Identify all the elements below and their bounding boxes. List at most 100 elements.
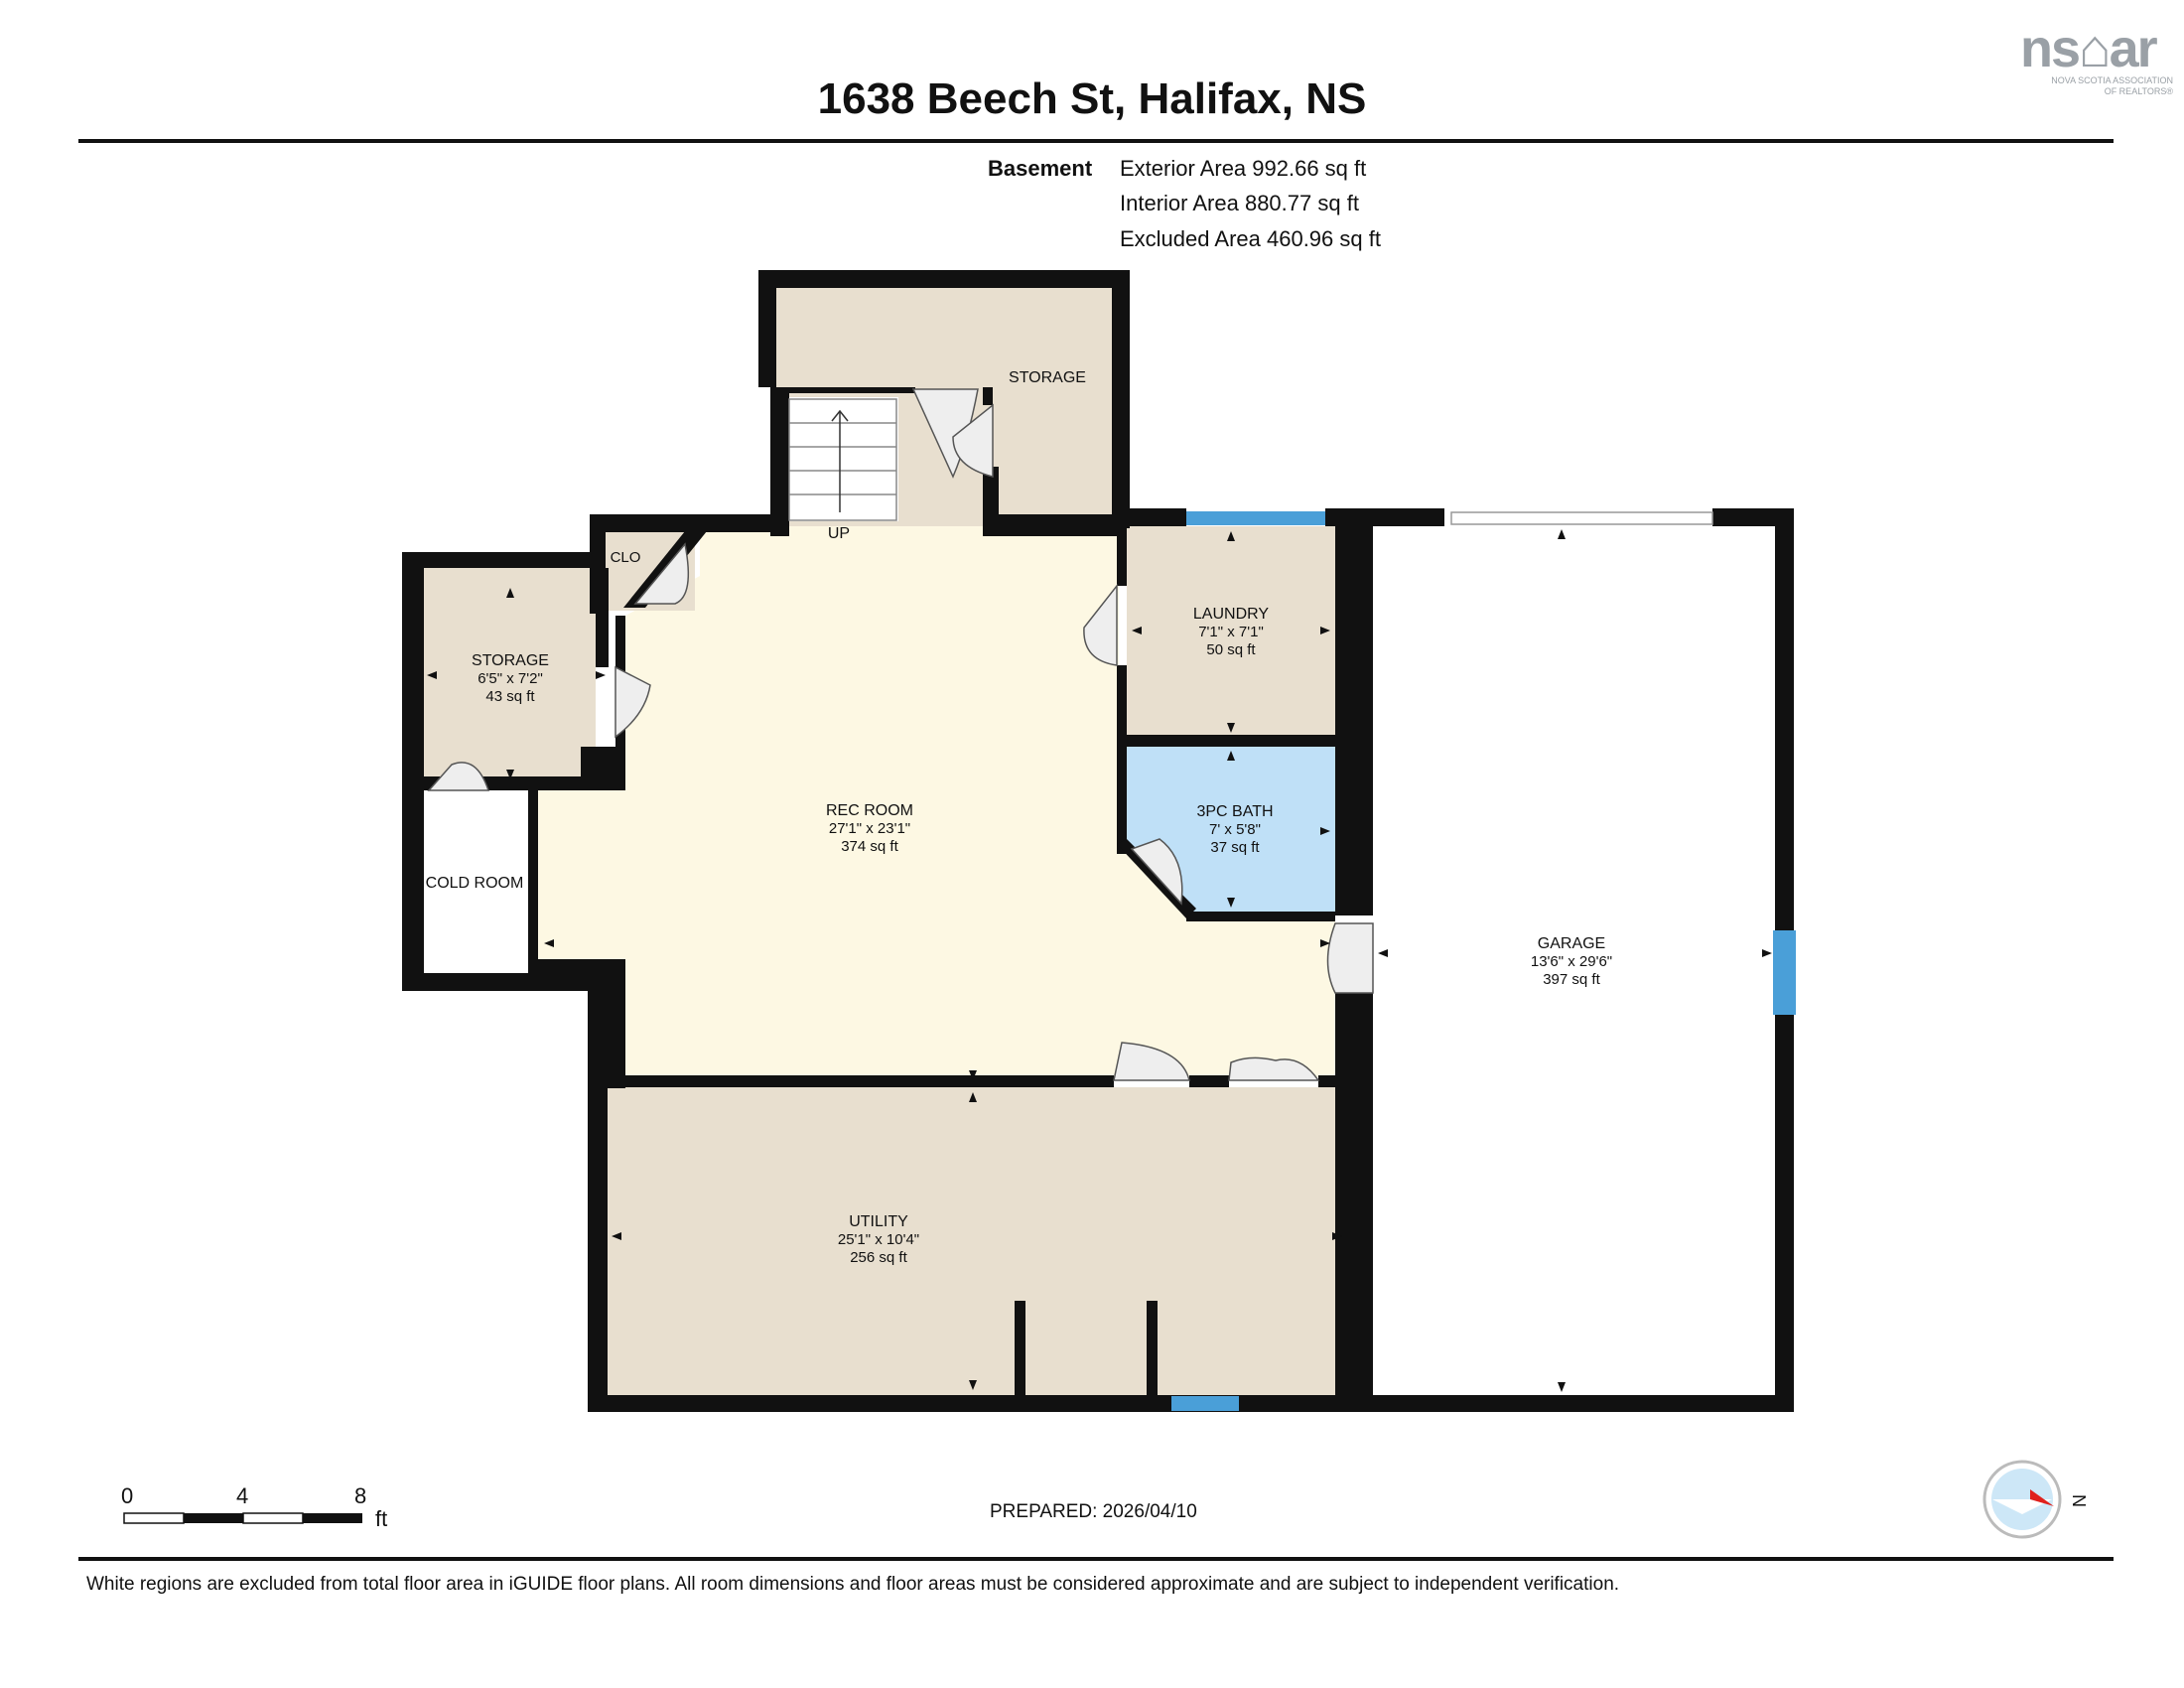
dimension-arrow xyxy=(427,671,437,679)
wall xyxy=(770,387,789,536)
walls xyxy=(402,270,1794,1412)
dimension-arrow xyxy=(506,770,514,779)
wall xyxy=(1127,735,1335,747)
rec-room-area: 374 sq ft xyxy=(841,838,898,855)
wall xyxy=(533,959,625,991)
logo-subtitle-1: NOVA SCOTIA ASSOCIATION xyxy=(2051,75,2173,85)
wall xyxy=(1189,1075,1229,1087)
utility-area: 256 sq ft xyxy=(850,1249,907,1266)
utility-floor xyxy=(608,1087,1350,1395)
wall xyxy=(776,387,915,393)
dimension-arrow xyxy=(1227,898,1235,908)
storage-left-name: STORAGE xyxy=(472,652,549,669)
garage-floor xyxy=(1373,526,1775,1395)
dimension-arrow xyxy=(544,939,554,947)
compass-rose xyxy=(1982,1460,2062,1539)
scale-segment xyxy=(184,1513,243,1523)
wall xyxy=(1117,665,1127,854)
door-swings xyxy=(427,388,1374,1081)
floor-label: Basement xyxy=(988,156,1093,181)
dimension-arrow xyxy=(969,1092,977,1102)
wall xyxy=(1186,912,1335,921)
wall xyxy=(1712,508,1794,526)
scale-bar xyxy=(123,1512,362,1524)
wall xyxy=(581,747,625,790)
wall xyxy=(1318,1075,1348,1087)
wall xyxy=(608,1075,1114,1087)
utility-window xyxy=(1171,1396,1239,1411)
prepared-date: PREPARED: 2026/04/10 xyxy=(990,1501,1197,1522)
wall xyxy=(402,552,424,989)
compass-north-label: N xyxy=(2069,1494,2089,1507)
door-swing xyxy=(427,762,490,791)
wall xyxy=(590,514,606,614)
stairs xyxy=(788,398,897,521)
dimension-arrow xyxy=(969,1070,977,1080)
stairs-label: UP xyxy=(828,525,850,542)
wall xyxy=(402,776,581,790)
nsar-logo: ns⌂ar NOVA SCOTIA ASSOCIATION OF REALTOR… xyxy=(2020,22,2179,97)
bath-dims: 7' x 5'8" xyxy=(1209,821,1261,838)
door-swing xyxy=(633,542,690,605)
stair-arrow-head xyxy=(831,409,849,422)
dimension-arrow xyxy=(1762,949,1772,957)
laundry-floor xyxy=(1127,526,1335,735)
wall xyxy=(1015,1301,1025,1395)
logo-text: ns⌂ar xyxy=(2020,19,2158,78)
scale-unit: ft xyxy=(375,1506,388,1531)
dimension-arrow xyxy=(1332,1232,1342,1240)
storage-left-floor xyxy=(424,568,596,776)
dimension-arrow xyxy=(596,671,606,679)
dimension-arrow xyxy=(1320,827,1330,835)
wall xyxy=(758,270,776,387)
dimension-arrow xyxy=(1320,627,1330,634)
dimension-arrow xyxy=(612,1232,621,1240)
rec-room-floor xyxy=(536,389,1335,1077)
garage-name: GARAGE xyxy=(1538,935,1605,952)
room-fills xyxy=(417,288,1775,1395)
cold-room-name: COLD ROOM xyxy=(426,875,524,892)
scale-segment xyxy=(123,1512,185,1524)
laundry-dims: 7'1" x 7'1" xyxy=(1198,624,1264,640)
bath-area: 37 sq ft xyxy=(1210,839,1260,856)
cold-room-floor xyxy=(417,791,528,973)
rec-room-name: REC ROOM xyxy=(826,802,913,819)
wall xyxy=(1117,526,1127,586)
wall xyxy=(588,1075,608,1412)
wall xyxy=(590,514,783,532)
dimension-arrow xyxy=(1558,529,1566,539)
utility-name: UTILITY xyxy=(849,1213,908,1230)
closet-name: CLO xyxy=(611,549,641,566)
garage-area: 397 sq ft xyxy=(1543,971,1600,988)
dimension-arrow xyxy=(1132,627,1142,634)
wall xyxy=(1112,270,1130,528)
scale-segment xyxy=(303,1513,362,1523)
door-swing xyxy=(1130,838,1183,906)
excluded-area: Excluded Area 460.96 sq ft xyxy=(1120,226,1381,251)
wall xyxy=(983,387,993,405)
door-swing xyxy=(952,403,994,478)
dimension-arrow xyxy=(1378,949,1388,957)
garage-dims: 13'6" x 29'6" xyxy=(1531,953,1612,970)
wall xyxy=(1335,508,1373,915)
wall xyxy=(758,270,1130,288)
disclaimer: White regions are excluded from total fl… xyxy=(86,1574,1620,1595)
header-rule xyxy=(78,139,2114,143)
dimension-arrow xyxy=(1227,751,1235,761)
storage-left-area: 43 sq ft xyxy=(485,688,535,705)
wall xyxy=(1112,508,1186,526)
door-swing xyxy=(1326,922,1374,994)
exterior-area: Exterior Area 992.66 sq ft xyxy=(1120,156,1367,181)
garage-door-opening xyxy=(1450,511,1713,525)
page-title: 1638 Beech St, Halifax, NS xyxy=(817,74,1367,123)
laundry-name: LAUNDRY xyxy=(1193,606,1270,623)
scale-tick-0: 0 xyxy=(121,1483,134,1508)
compass-needle-south xyxy=(1992,1499,2052,1514)
door-swing xyxy=(1113,1042,1190,1081)
dimension-arrow xyxy=(1227,723,1235,733)
wall xyxy=(528,784,538,973)
door-swing xyxy=(1083,583,1118,666)
storage-top-name: STORAGE xyxy=(1009,369,1086,386)
interior-area: Interior Area 880.77 sq ft xyxy=(1120,191,1359,215)
